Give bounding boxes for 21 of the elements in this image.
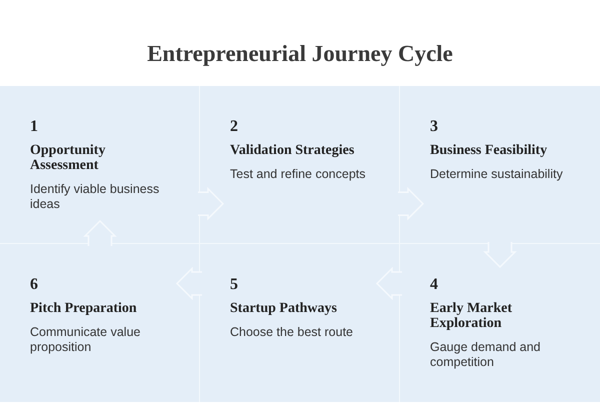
- step-description: Choose the best route: [230, 325, 353, 340]
- step-number: 1: [30, 117, 38, 136]
- step-title: Validation Strategies: [230, 143, 354, 158]
- step-description: Determine sustainability: [430, 167, 563, 182]
- step-description: Gauge demand and competition: [430, 340, 542, 370]
- step-title: Early Market Exploration: [430, 301, 514, 331]
- step-number: 4: [430, 275, 438, 294]
- step-number: 6: [30, 275, 38, 294]
- step-number: 2: [230, 117, 238, 136]
- step-title: Startup Pathways: [230, 301, 337, 316]
- step-panel: [0, 86, 200, 244]
- step-description: Communicate value proposition: [30, 325, 142, 355]
- step-description: Test and refine concepts: [230, 167, 366, 182]
- step-title: Pitch Preparation: [30, 301, 137, 316]
- step-description: Identify viable business ideas: [30, 182, 160, 212]
- step-title: Opportunity Assessment: [30, 143, 106, 173]
- diagram-title: Entrepreneurial Journey Cycle: [146, 40, 454, 67]
- step-number: 5: [230, 275, 238, 294]
- step-panel: [200, 86, 400, 244]
- step-title: Business Feasibility: [430, 143, 548, 158]
- step-number: 3: [430, 117, 438, 136]
